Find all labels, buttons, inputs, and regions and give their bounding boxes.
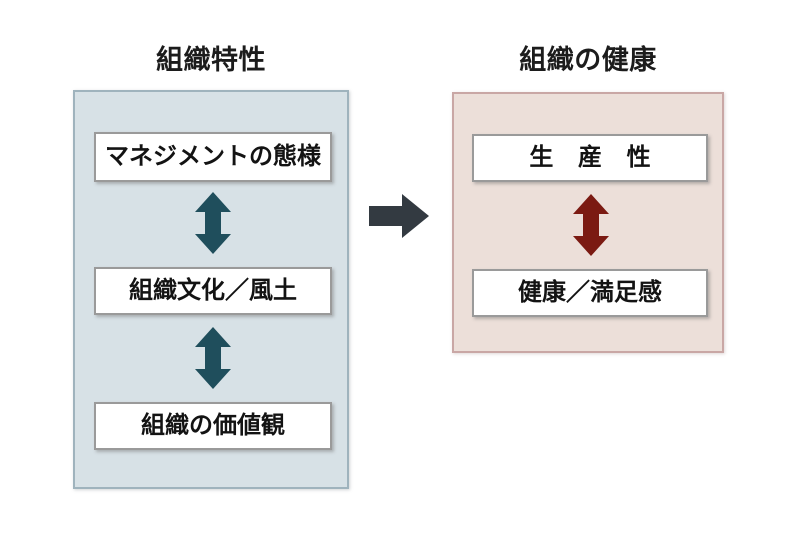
double-arrow-up-down-icon: [191, 327, 235, 389]
node-box-management[interactable]: マネジメントの態様: [94, 132, 332, 182]
node-box-productivity[interactable]: 生 産 性: [472, 134, 708, 182]
node-box-wellbeing[interactable]: 健康／満足感: [472, 269, 708, 317]
left-panel: マネジメントの態様 組織文化／風土 組織の価値観: [73, 90, 349, 489]
left-panel-title: 組織特性: [156, 45, 266, 75]
node-box-values[interactable]: 組織の価値観: [94, 402, 332, 450]
node-label-productivity: 生 産 性: [529, 144, 660, 171]
node-box-culture[interactable]: 組織文化／風土: [94, 267, 332, 315]
double-arrow-up-down-icon: [191, 192, 235, 254]
node-label-culture: 組織文化／風土: [129, 277, 297, 304]
node-label-wellbeing: 健康／満足感: [518, 279, 662, 306]
double-arrow-up-down-icon: [569, 194, 613, 256]
right-panel: 生 産 性 健康／満足感: [452, 92, 724, 353]
right-arrow-icon: [369, 192, 429, 240]
right-panel-title: 組織の健康: [519, 45, 657, 75]
node-label-management: マネジメントの態様: [105, 143, 321, 170]
node-label-values: 組織の価値観: [141, 412, 285, 439]
